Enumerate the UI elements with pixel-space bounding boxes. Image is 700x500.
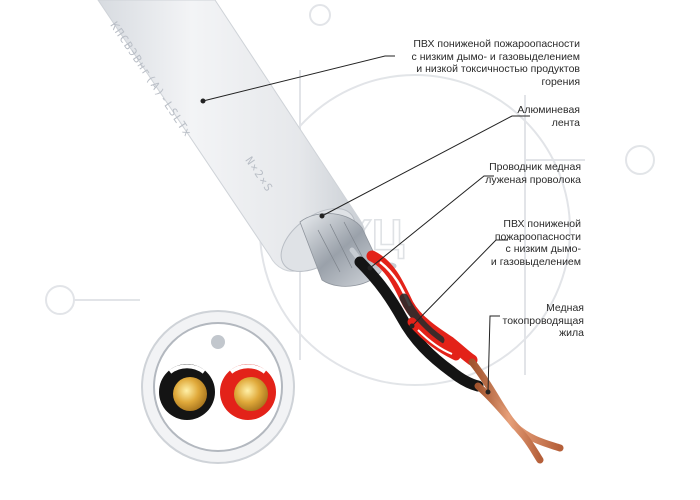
core-black: [354, 256, 484, 392]
cross-section: [141, 310, 295, 464]
leader-drain-wire: [369, 175, 494, 269]
copper-conductor-1: [468, 358, 564, 452]
callout-copper-conductor: Медная токопроводящая жила: [502, 302, 585, 339]
callout-drain-wire: Проводник медная луженая проволока: [485, 161, 581, 186]
leader-copper-conductor: [487, 315, 500, 393]
callout-core-insulation: ПВХ пониженой пожароопасности с низким д…: [490, 218, 581, 268]
cross-section-drain: [211, 335, 225, 349]
leader-pvc-sheath: [202, 55, 395, 102]
leader-core-insulation: [411, 239, 508, 327]
copper-conductor-2: [474, 382, 544, 464]
leader-lines: [200, 55, 530, 395]
callout-aluminium-tape: Алюминевая лента: [517, 104, 580, 129]
leader-aluminium-tape: [321, 115, 530, 217]
callout-pvc-sheath: ПВХ пониженой пожароопасности с низким д…: [411, 38, 580, 88]
